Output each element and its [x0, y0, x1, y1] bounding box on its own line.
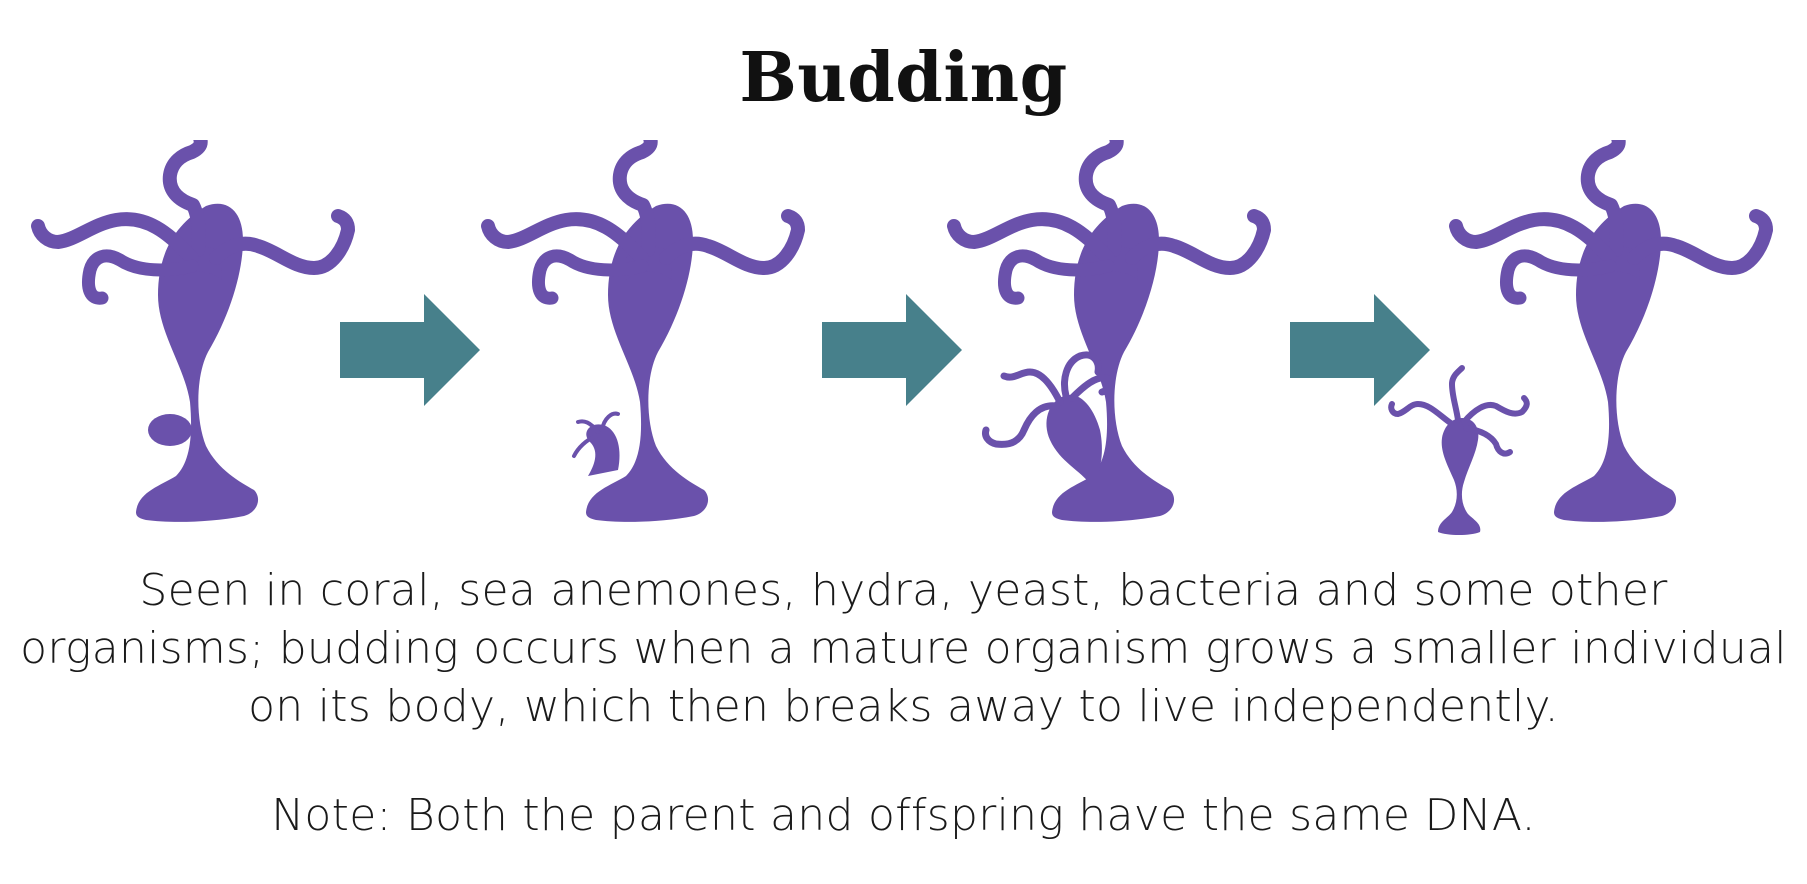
right-arrow-icon	[1290, 294, 1430, 406]
bud-bump	[148, 414, 192, 446]
right-arrow-icon	[340, 294, 480, 406]
large-bud	[982, 351, 1113, 486]
right-arrow-icon	[822, 294, 962, 406]
page-title: Budding	[739, 38, 1068, 118]
hydra-icon	[954, 140, 1264, 522]
hydra-icon	[38, 140, 348, 522]
note-text: Note: Both the parent and offspring have…	[271, 790, 1536, 841]
budding-diagram	[0, 140, 1807, 535]
hydra-icon	[488, 140, 798, 522]
small-bud	[572, 411, 620, 476]
hydra-icon	[1456, 140, 1766, 522]
offspring-hydra-icon	[1388, 365, 1530, 535]
description-text: Seen in coral, sea anemones, hydra, yeas…	[20, 565, 1787, 732]
